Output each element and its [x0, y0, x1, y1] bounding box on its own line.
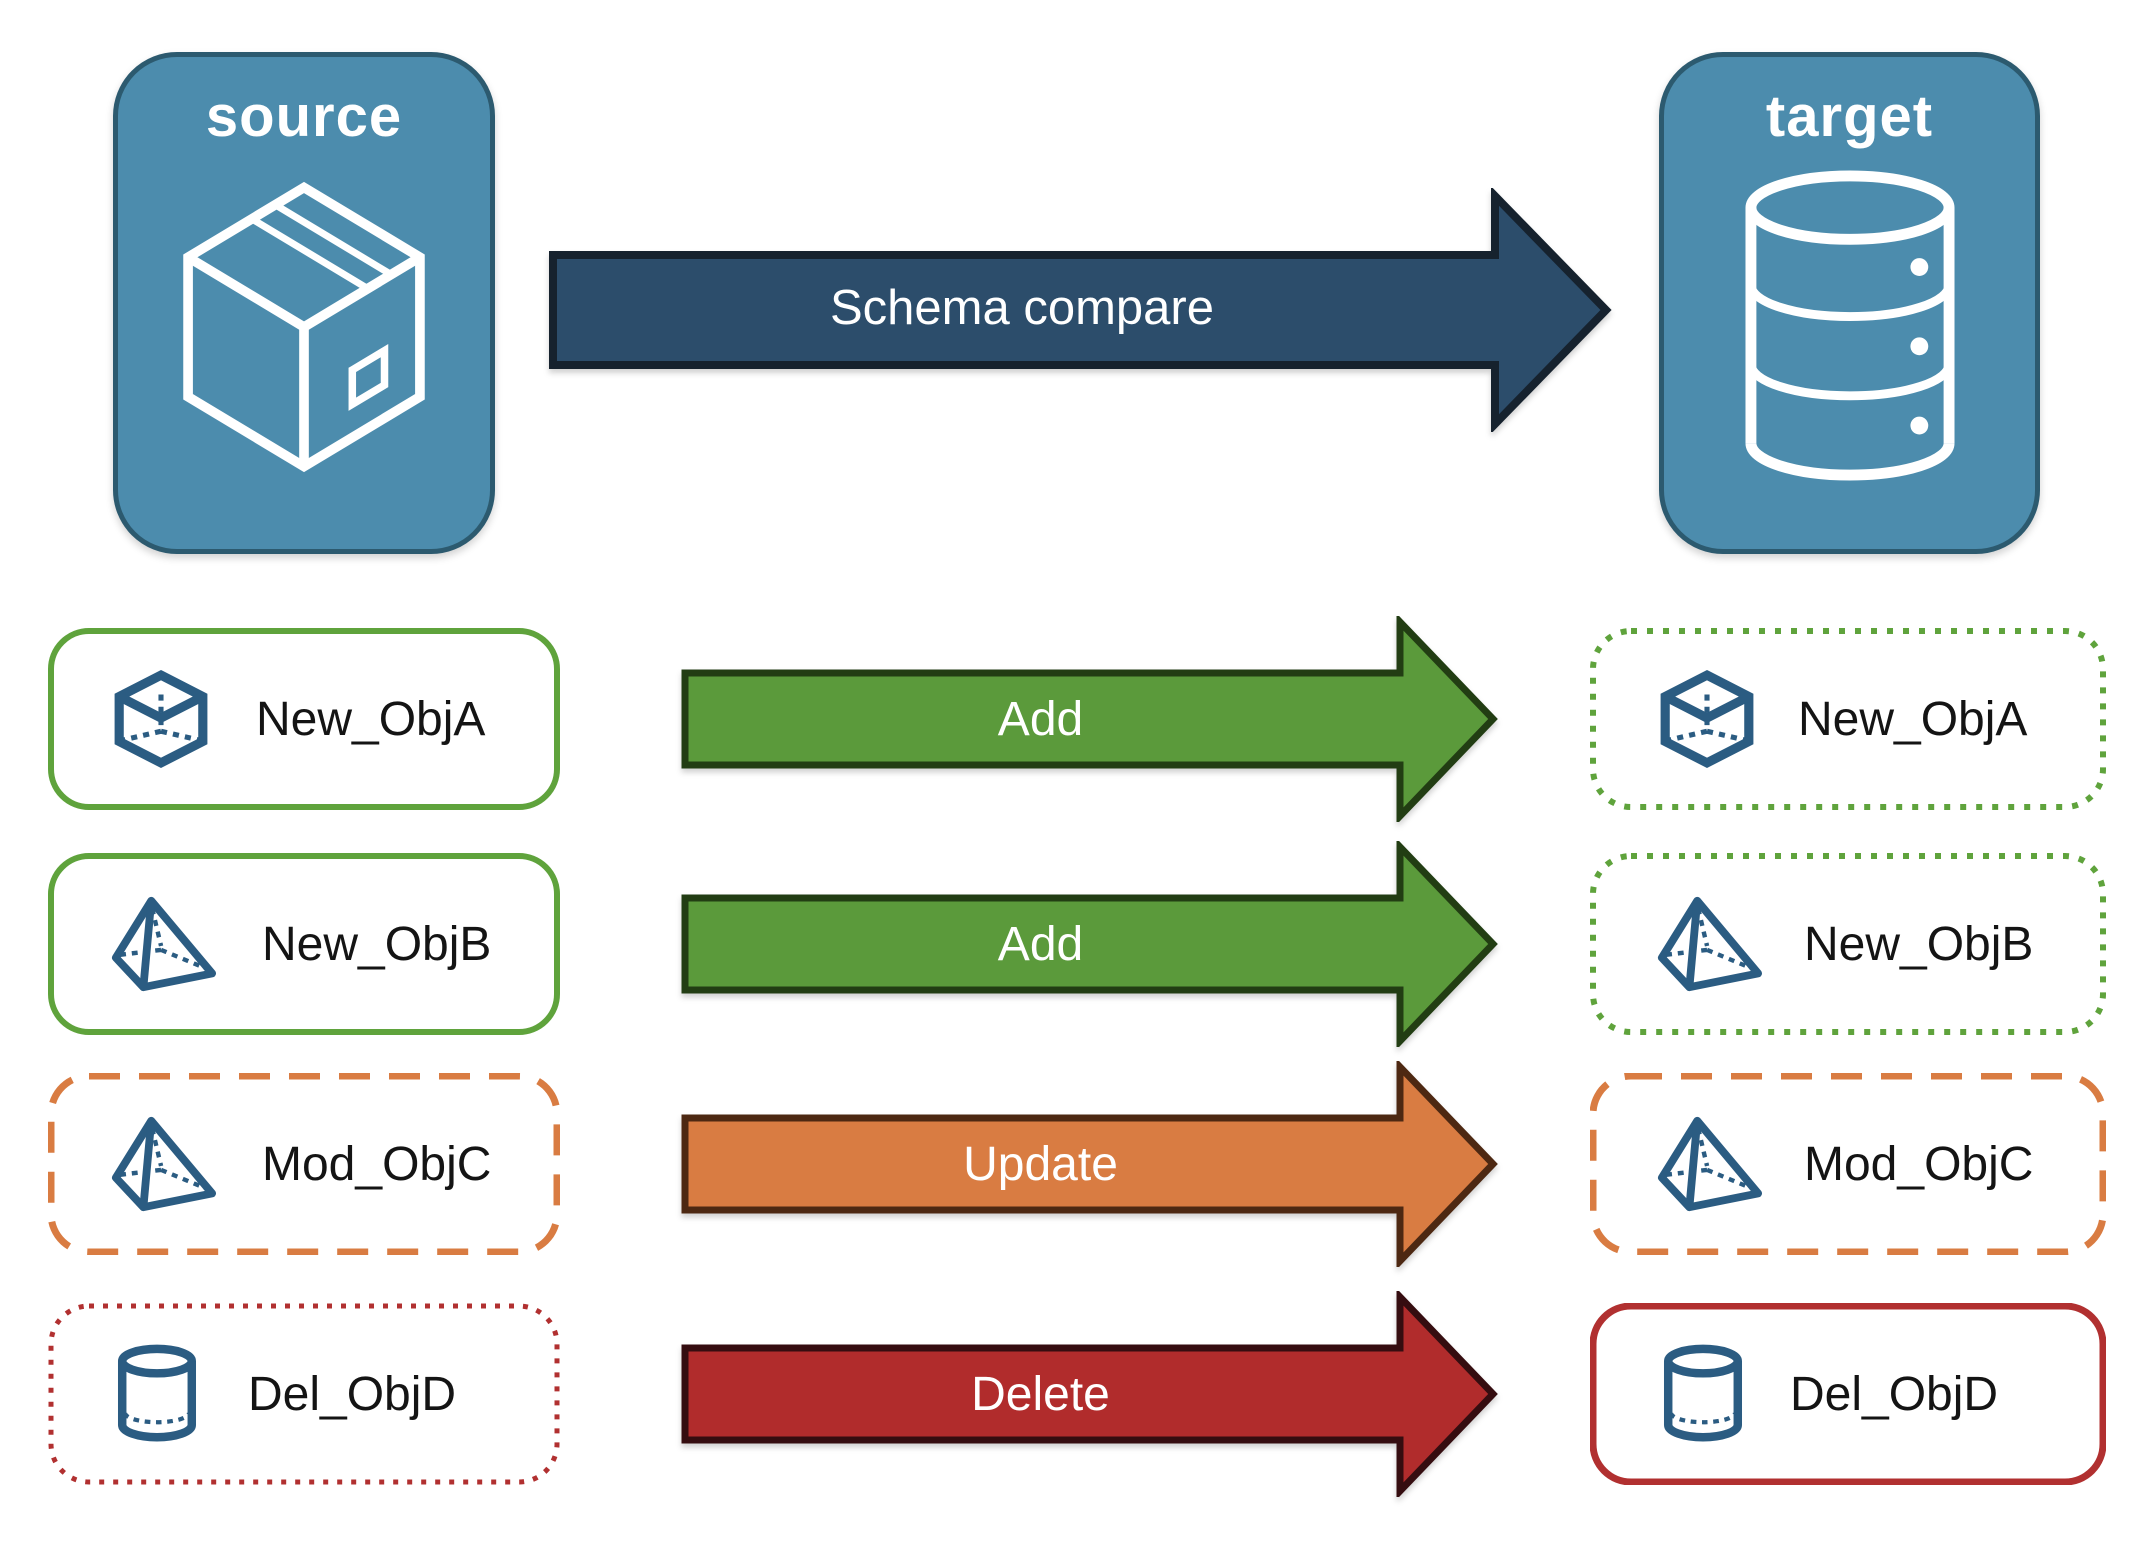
- add-arrow-shape: [681, 841, 1498, 1047]
- object-label: Del_ObjD: [248, 1367, 457, 1421]
- source-object-card-new-objb: New_ObjB: [48, 853, 560, 1035]
- add-arrow-label: Add: [997, 692, 1084, 746]
- delete-arrow-shape: [681, 1291, 1498, 1497]
- card-border: [48, 853, 560, 1035]
- pyramid-icon: [110, 894, 218, 994]
- card-border: [48, 628, 560, 810]
- card-border: [1590, 1303, 2106, 1485]
- card-border: [48, 1073, 560, 1255]
- update-arrow-label: Update: [963, 1137, 1118, 1191]
- object-label: New_ObjB: [262, 917, 492, 971]
- update-arrow: Update: [681, 1061, 1499, 1267]
- source-object-card-new-obja: New_ObjA: [48, 628, 560, 810]
- source-object-card-mod-objc: Mod_ObjC: [48, 1073, 560, 1255]
- target-node: target: [1659, 52, 2040, 554]
- add-arrow-row2: Add: [681, 841, 1499, 1047]
- schema-compare-arrow: Schema compare: [549, 188, 1614, 432]
- cylinder-icon: [1656, 1341, 1750, 1447]
- pyramid-icon: [110, 1114, 218, 1214]
- object-label: New_ObjA: [1798, 692, 2028, 746]
- add-arrow-shape: [681, 616, 1498, 822]
- target-object-card-del-objd: Del_ObjD: [1590, 1303, 2106, 1485]
- object-label: Mod_ObjC: [1804, 1137, 2034, 1191]
- delete-arrow: Delete: [681, 1291, 1499, 1497]
- object-label: Mod_ObjC: [262, 1137, 492, 1191]
- card-border: [1590, 1073, 2106, 1255]
- add-arrow-label: Add: [997, 917, 1084, 971]
- object-label: New_ObjA: [256, 692, 486, 746]
- target-object-card-mod-objc: Mod_ObjC: [1590, 1073, 2106, 1255]
- package-icon: [164, 166, 444, 488]
- update-arrow-shape: [681, 1061, 1498, 1267]
- object-label: New_ObjB: [1804, 917, 2034, 971]
- object-label: Del_ObjD: [1790, 1367, 1999, 1421]
- target-object-card-new-obja: New_ObjA: [1590, 628, 2106, 810]
- pyramid-icon: [1656, 894, 1764, 994]
- add-arrow-row1: Add: [681, 616, 1499, 822]
- schema-compare-arrow-shape: [549, 188, 1612, 432]
- source-node-label: source: [205, 84, 403, 149]
- cube-icon: [110, 668, 212, 770]
- cube-icon: [1656, 668, 1758, 770]
- pyramid-icon: [1656, 1114, 1764, 1214]
- source-node: source: [113, 52, 495, 554]
- delete-arrow-label: Delete: [971, 1367, 1110, 1421]
- target-node-label: target: [1765, 84, 1934, 149]
- schema-compare-label: Schema compare: [829, 281, 1214, 335]
- database-icon: [1736, 166, 1964, 483]
- cylinder-icon: [110, 1341, 204, 1447]
- source-object-card-del-objd: Del_ObjD: [48, 1303, 560, 1485]
- target-object-card-new-objb: New_ObjB: [1590, 853, 2106, 1035]
- card-border: [48, 1303, 560, 1485]
